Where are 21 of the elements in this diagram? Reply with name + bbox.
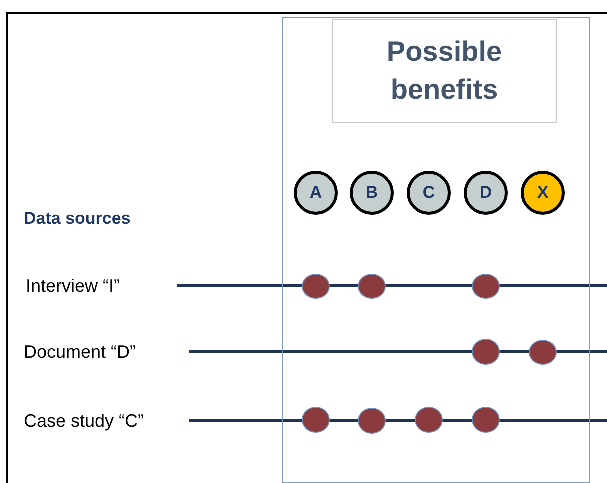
dot-marker: [472, 339, 500, 365]
dot-marker: [358, 274, 386, 299]
letter-circle: A: [294, 171, 338, 215]
letter-circle: X: [521, 171, 565, 215]
section-heading: Data sources: [24, 209, 131, 229]
dot-marker: [302, 274, 330, 299]
source-label: Case study “C”: [24, 409, 189, 433]
dot-marker: [472, 407, 500, 433]
dot-marker: [302, 407, 330, 433]
letter-circle: C: [407, 171, 451, 215]
source-label: Interview “I”: [26, 274, 177, 298]
dot-marker: [415, 407, 443, 433]
column-panel: [282, 17, 590, 483]
letter-circle: D: [464, 171, 508, 215]
source-label: Document “D”: [24, 340, 189, 364]
dot-marker: [358, 408, 386, 434]
title-text: Possible benefits: [386, 35, 504, 107]
dot-marker: [472, 274, 500, 299]
letter-circle: B: [350, 171, 394, 215]
dot-marker: [529, 340, 557, 365]
title-box: [332, 19, 557, 123]
